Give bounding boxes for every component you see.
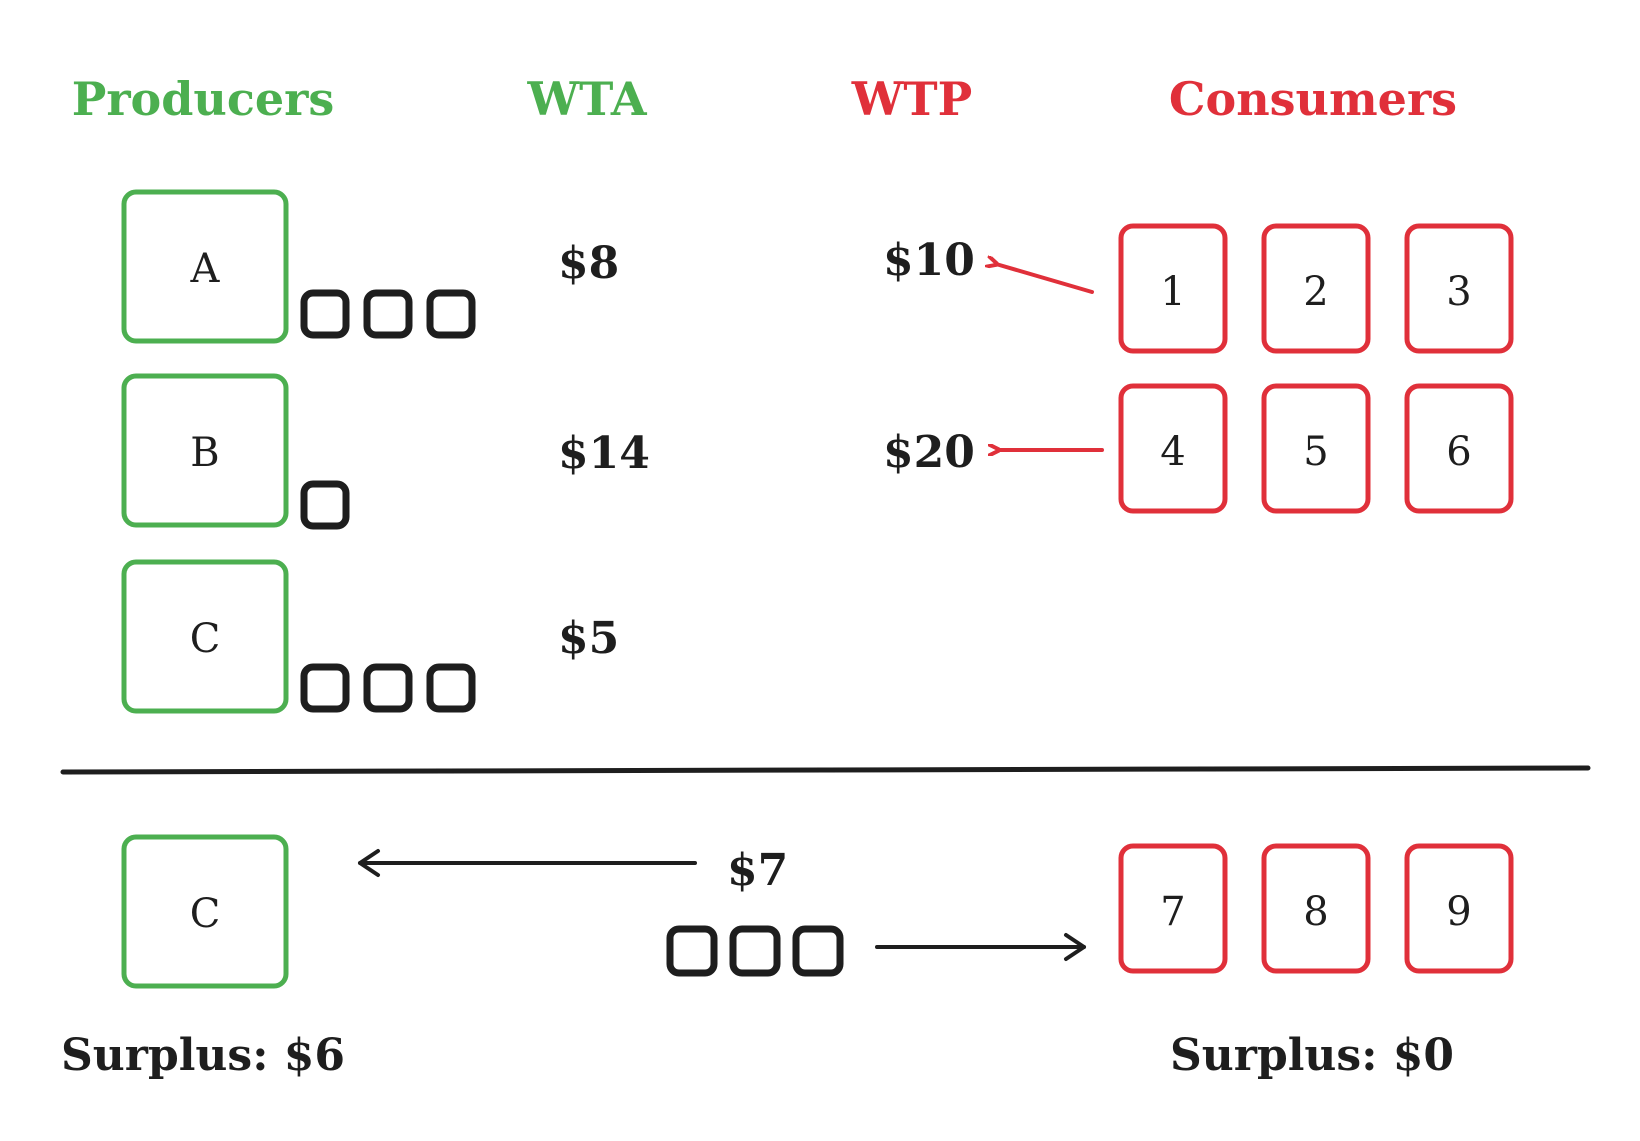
- section-divider: [60, 765, 1591, 775]
- wtp-value-row2: $20: [883, 427, 975, 478]
- header-producers: Producers: [72, 72, 335, 126]
- consumer-box: [1118, 843, 1228, 974]
- consumer-box: [1404, 383, 1514, 514]
- producer-box: [121, 834, 289, 989]
- consumer-box: [1261, 843, 1371, 974]
- trade-producer-c: C: [121, 834, 289, 989]
- wta-value-a: $8: [558, 238, 619, 289]
- wtp-arrow-row1: [996, 264, 1094, 294]
- producer-box: [121, 189, 289, 344]
- wta-value-c: $5: [558, 613, 619, 664]
- consumer-box: [1261, 223, 1371, 354]
- trade-price: $7: [727, 845, 788, 896]
- unit-icon: [729, 925, 781, 977]
- wta-value-b: $14: [558, 428, 650, 479]
- delivery-arrow-right-icon: [875, 933, 1086, 961]
- producer-c: C: [121, 559, 476, 714]
- unit-icon: [426, 663, 476, 713]
- header-wtp: WTP: [851, 72, 972, 126]
- consumer-label: 6: [1446, 429, 1471, 475]
- consumer-label: 8: [1303, 889, 1328, 935]
- producer-box: [121, 559, 289, 714]
- unit-icon: [300, 663, 350, 713]
- consumer-label: 5: [1303, 429, 1328, 475]
- consumer-box: [1118, 223, 1228, 354]
- producer-units: [300, 480, 350, 530]
- producer-units: [300, 289, 476, 339]
- consumer-label: 2: [1303, 269, 1328, 315]
- unit-icon: [300, 289, 350, 339]
- producer-units: [300, 663, 476, 713]
- producer-surplus: Surplus: $6: [61, 1030, 345, 1081]
- producer-label: B: [190, 430, 219, 476]
- unit-icon: [363, 663, 413, 713]
- unit-icon: [792, 925, 844, 977]
- header-wta: WTA: [526, 72, 647, 126]
- consumer-label: 7: [1160, 889, 1185, 935]
- unit-icon: [666, 925, 718, 977]
- consumer-label: 9: [1446, 889, 1471, 935]
- producer-label: C: [190, 891, 221, 937]
- consumer-box: [1404, 843, 1514, 974]
- wtp-value-row1: $10: [883, 235, 975, 286]
- trade-units: [666, 925, 844, 977]
- consumer-label: 4: [1160, 429, 1185, 475]
- unit-icon: [426, 289, 476, 339]
- consumer-box: [1261, 383, 1371, 514]
- consumer-label: 1: [1160, 269, 1185, 315]
- producer-a: A: [121, 189, 476, 344]
- consumer-label: 3: [1446, 269, 1471, 315]
- consumer-box: [1118, 383, 1228, 514]
- producer-box: [121, 373, 289, 528]
- payment-arrow-left-icon: [358, 849, 697, 877]
- unit-icon: [363, 289, 413, 339]
- unit-icon: [300, 480, 350, 530]
- consumer-group-row1: 1 2 3: [1118, 223, 1514, 354]
- consumer-surplus: Surplus: $0: [1170, 1030, 1454, 1081]
- producer-label: C: [190, 616, 221, 662]
- consumer-group-row2: 4 5 6: [1118, 383, 1514, 514]
- producer-b: B: [121, 373, 350, 530]
- consumer-box: [1404, 223, 1514, 354]
- header-consumers: Consumers: [1169, 72, 1457, 126]
- consumer-group-trade: 7 8 9: [1118, 843, 1514, 974]
- producer-label: A: [190, 246, 221, 292]
